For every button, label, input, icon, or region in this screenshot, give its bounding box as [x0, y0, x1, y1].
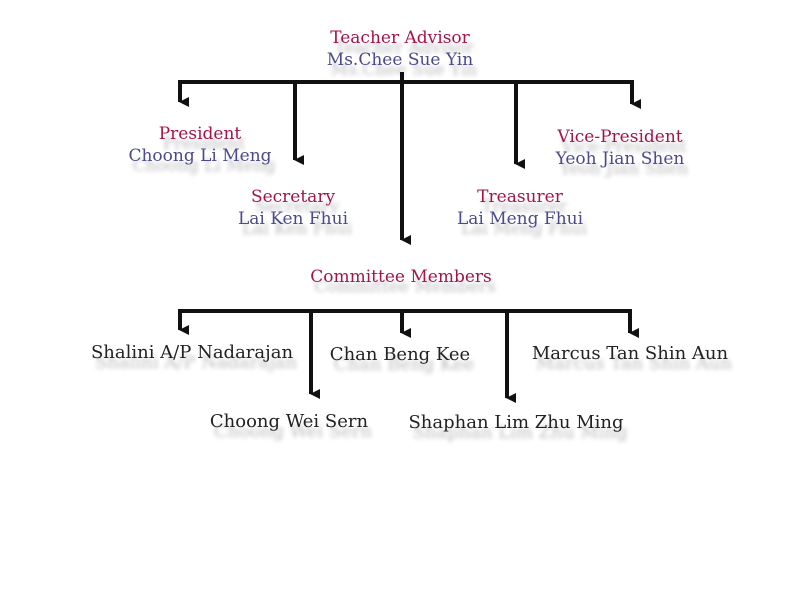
member-item: Marcus Tan Shin Aun — [510, 343, 750, 365]
member-item: Shalini A/P Nadarajan — [72, 342, 312, 364]
treasurer-title: Treasurer — [477, 187, 563, 207]
secretary-name: Lai Ken Fhui — [237, 209, 349, 229]
member-name: Choong Wei Sern — [209, 411, 369, 432]
vice-president-name: Yeoh Jian Shen — [555, 149, 685, 169]
member-item: Shaphan Lim Zhu Ming — [396, 412, 636, 434]
member-name: Shaphan Lim Zhu Ming — [408, 412, 624, 433]
treasurer-node: Treasurer Lai Meng Fhui — [430, 186, 610, 230]
advisor-name: Ms.Chee Sue Yin — [326, 50, 474, 70]
secretary-node: Secretary Lai Ken Fhui — [203, 186, 383, 230]
vice-president-node: Vice-President Yeoh Jian Shen — [530, 126, 710, 170]
president-name: Choong Li Meng — [128, 146, 272, 166]
president-node: President Choong Li Meng — [110, 123, 290, 167]
president-title: President — [158, 124, 242, 144]
secretary-title: Secretary — [250, 187, 336, 207]
committee-node: Committee Members — [281, 266, 521, 288]
treasurer-name: Lai Meng Fhui — [456, 209, 584, 229]
member-item: Choong Wei Sern — [189, 411, 389, 433]
member-name: Chan Beng Kee — [329, 344, 471, 365]
vice-president-title: Vice-President — [557, 127, 683, 147]
advisor-node: Teacher Advisor Ms.Chee Sue Yin — [300, 27, 500, 71]
member-name: Marcus Tan Shin Aun — [531, 343, 729, 364]
committee-title: Committee Members — [310, 267, 492, 287]
advisor-title: Teacher Advisor — [330, 28, 470, 48]
member-item: Chan Beng Kee — [310, 344, 490, 366]
member-name: Shalini A/P Nadarajan — [90, 342, 294, 363]
